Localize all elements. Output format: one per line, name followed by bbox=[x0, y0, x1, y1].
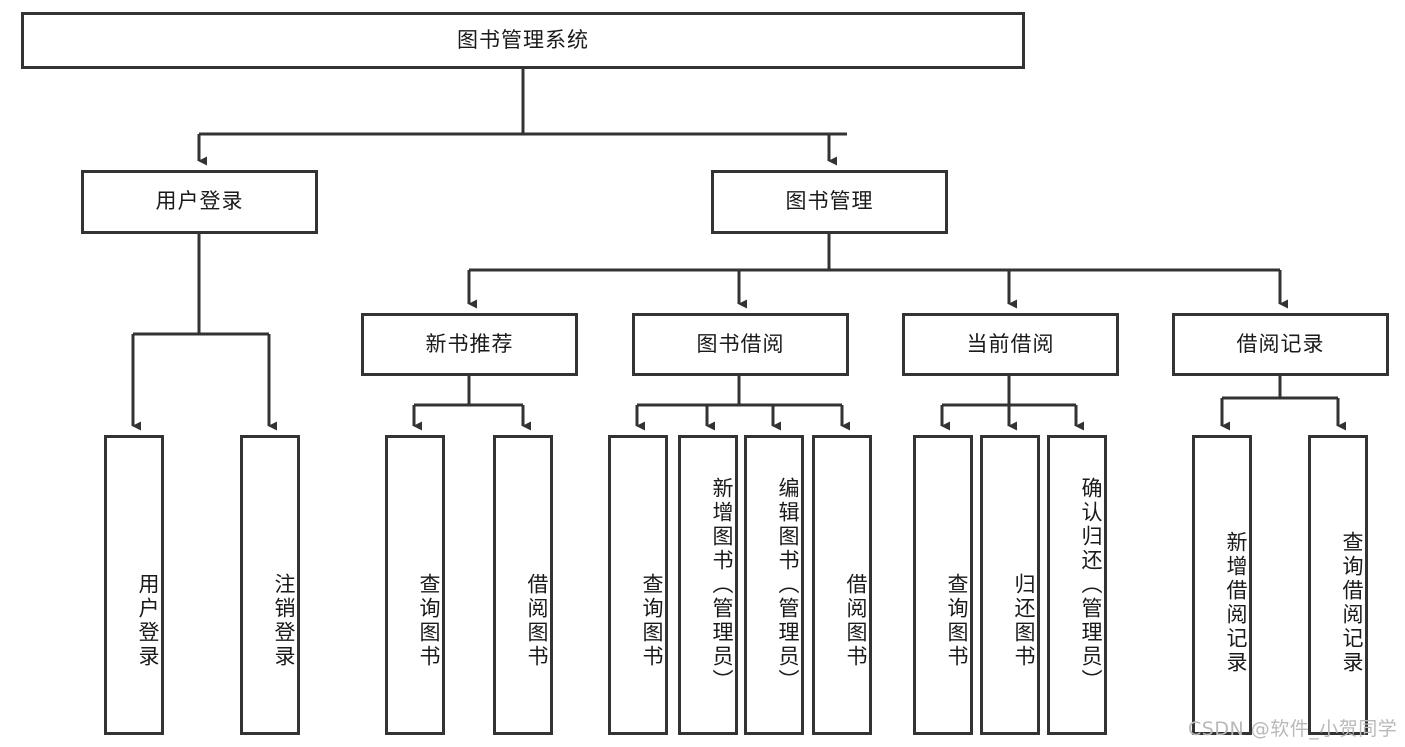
node-root-book-management-system[interactable]: 图书管理系统 bbox=[21, 12, 1025, 69]
leaf-user-logout[interactable]: 注销登录 bbox=[240, 435, 300, 735]
node-label: 用户登录 bbox=[136, 573, 160, 669]
node-label: 借阅图书 bbox=[525, 573, 549, 669]
node-label: 注销登录 bbox=[272, 573, 296, 669]
leaf-return-book[interactable]: 归还图书 bbox=[980, 435, 1040, 735]
node-book-management[interactable]: 图书管理 bbox=[711, 170, 948, 234]
node-label: 归还图书 bbox=[1012, 573, 1036, 669]
node-label: 确认归还（管理员） bbox=[1079, 477, 1103, 693]
leaf-query-book-recommend[interactable]: 查询图书 bbox=[385, 435, 445, 735]
node-label: 图书管理 bbox=[785, 189, 874, 214]
node-label: 图书借阅 bbox=[696, 331, 785, 356]
leaf-add-borrow-record[interactable]: 新增借阅记录 bbox=[1192, 435, 1252, 735]
node-label: 借阅记录 bbox=[1236, 331, 1325, 356]
leaf-confirm-return-admin[interactable]: 确认归还（管理员） bbox=[1047, 435, 1107, 735]
leaf-borrow-book[interactable]: 借阅图书 bbox=[812, 435, 872, 735]
node-label: 用户登录 bbox=[155, 189, 244, 214]
leaf-borrow-book-recommend[interactable]: 借阅图书 bbox=[493, 435, 553, 735]
node-label: 查询图书 bbox=[417, 573, 441, 669]
node-label: 新书推荐 bbox=[425, 331, 514, 356]
leaf-user-login[interactable]: 用户登录 bbox=[104, 435, 164, 735]
node-label: 借阅图书 bbox=[844, 573, 868, 669]
leaf-query-borrow-record[interactable]: 查询借阅记录 bbox=[1308, 435, 1368, 735]
node-label: 当前借阅 bbox=[966, 331, 1055, 356]
node-label: 新增图书（管理员） bbox=[710, 477, 734, 693]
node-user-login[interactable]: 用户登录 bbox=[81, 170, 318, 234]
node-label: 查询图书 bbox=[640, 573, 664, 669]
leaf-edit-book-admin[interactable]: 编辑图书（管理员） bbox=[744, 435, 804, 735]
leaf-query-book-current[interactable]: 查询图书 bbox=[913, 435, 973, 735]
node-label: 新增借阅记录 bbox=[1224, 531, 1248, 675]
node-label: 查询图书 bbox=[945, 573, 969, 669]
node-label: 编辑图书（管理员） bbox=[776, 477, 800, 693]
leaf-query-book-borrow[interactable]: 查询图书 bbox=[608, 435, 668, 735]
node-new-book-recommend[interactable]: 新书推荐 bbox=[361, 313, 578, 376]
node-current-borrow[interactable]: 当前借阅 bbox=[902, 313, 1119, 376]
node-borrow-record[interactable]: 借阅记录 bbox=[1172, 313, 1389, 376]
node-label: 查询借阅记录 bbox=[1340, 531, 1364, 675]
leaf-add-book-admin[interactable]: 新增图书（管理员） bbox=[678, 435, 738, 735]
node-book-borrow[interactable]: 图书借阅 bbox=[632, 313, 849, 376]
watermark-text: CSDN @软件_小贺同学 bbox=[1188, 718, 1398, 740]
node-label: 图书管理系统 bbox=[457, 27, 589, 52]
